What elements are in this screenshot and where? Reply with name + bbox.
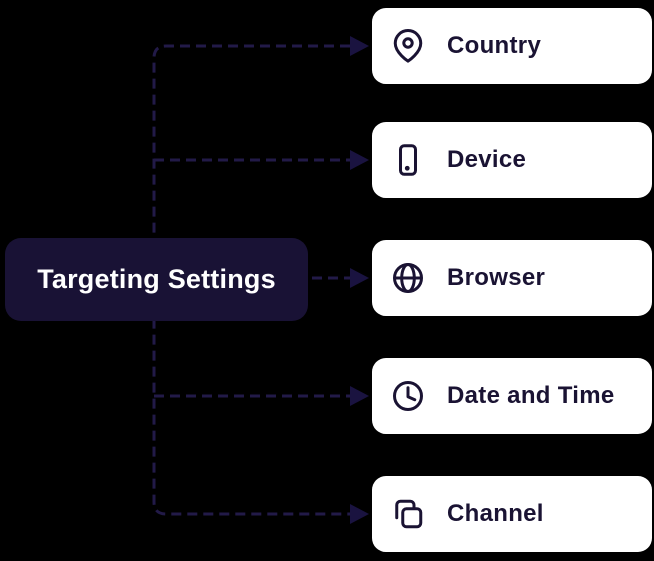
arrowhead-device — [350, 150, 369, 170]
target-node-label: Browser — [447, 264, 546, 291]
targeting-settings-node: Targeting Settings — [5, 238, 308, 321]
arrowhead-browser — [350, 268, 369, 288]
target-node-date-time: Date and Time — [372, 358, 652, 434]
target-node-label: Device — [447, 146, 527, 173]
target-node-label: Date and Time — [447, 382, 615, 409]
target-node-device: Device — [372, 122, 652, 198]
arrowhead-channel — [350, 504, 369, 524]
target-node-label: Country — [447, 32, 542, 59]
target-node-country: Country — [372, 8, 652, 84]
targeting-settings-label: Targeting Settings — [37, 264, 276, 294]
arrowhead-country — [350, 36, 369, 56]
target-node-channel: Channel — [372, 476, 652, 552]
smartphone-icon — [390, 142, 426, 178]
target-node-browser: Browser — [372, 240, 652, 316]
target-node-label: Channel — [447, 500, 544, 527]
map-pin-icon — [390, 28, 426, 64]
copy-icon — [390, 496, 426, 532]
globe-icon — [390, 260, 426, 296]
arrowhead-date-time — [350, 386, 369, 406]
clock-icon — [390, 378, 426, 414]
